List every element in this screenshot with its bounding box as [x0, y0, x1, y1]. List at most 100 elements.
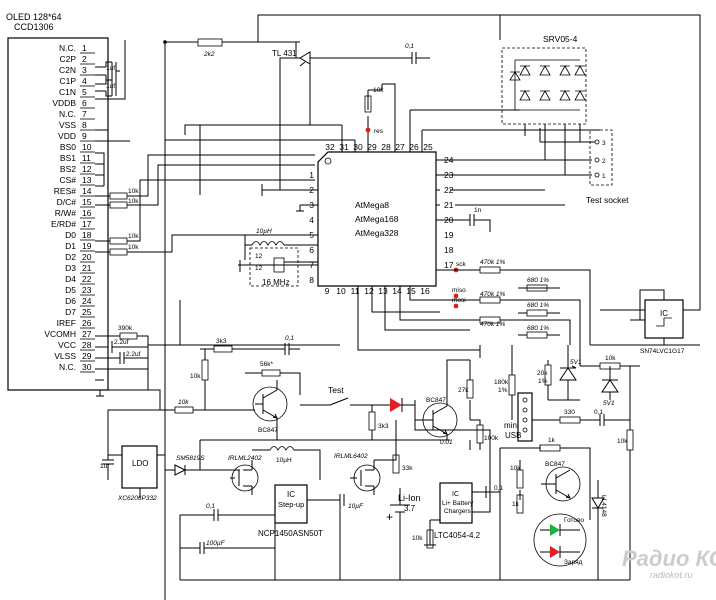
r-390k-label: 390k [118, 325, 133, 332]
oled-pin-name: VDDB [52, 98, 76, 108]
oled-pin-number: 3 [82, 65, 87, 75]
irlml6402 [353, 464, 381, 492]
r-10k-sn-label: 10k [605, 355, 616, 362]
oled-pin-number: 25 [82, 307, 92, 317]
c-01-su-label: 0,1 [206, 503, 215, 510]
r-470k-c-label: 470k 1% [480, 321, 506, 328]
oled-pin-number: 7 [82, 109, 87, 119]
oled-pin-number: 10 [82, 142, 92, 152]
r-d1 [109, 248, 128, 256]
oled-pin-number: 28 [82, 340, 92, 350]
inductor-label: 10µH [256, 228, 272, 235]
oled-pin-number: 5 [82, 87, 87, 97]
mosi-dot [453, 303, 459, 309]
bc847-a-label: BC847 [258, 427, 278, 434]
irlml2402 [231, 464, 259, 492]
led-green-label: Готово [564, 517, 584, 524]
r-33k [392, 454, 400, 474]
mcu-pin-right: 18 [444, 245, 454, 255]
mcu-pin-top: 27 [395, 142, 405, 152]
charger-sub-1: Li+ Battery [442, 500, 474, 507]
oled-pin-number: 18 [82, 230, 92, 240]
srv-diode [574, 65, 586, 76]
oled-pin-name: D6 [65, 296, 76, 306]
r-3k3-led-label: 3k3 [378, 423, 389, 430]
oled-pin-name: N.C. [59, 109, 76, 119]
r-10k-base-label: 10k [178, 399, 189, 406]
led-green [550, 524, 560, 536]
r-10k-chg-label: 10k [510, 465, 521, 472]
r-10k-prog [426, 529, 434, 549]
oled-pin-name: VDD [58, 131, 76, 141]
xtal-12b-label: 12 [255, 265, 263, 272]
r-180k-label: 180k [494, 379, 509, 386]
mcu-pin-bottom: 14 [392, 286, 402, 296]
charger-sub-2: Chargers [444, 508, 471, 515]
battery-plus: + [386, 510, 393, 524]
oled-pin-name: D2 [65, 252, 76, 262]
bc847-b-label: BC847 [426, 397, 446, 404]
mcu-pin-top: 25 [423, 142, 433, 152]
oled-pin-number: 2 [82, 54, 87, 64]
srv-diode [559, 90, 571, 101]
oled-pin-number: 21 [82, 263, 92, 273]
r-d0 [109, 237, 128, 245]
sock-pin-2: 2 [602, 158, 606, 165]
isp-divider: sck miso mosi 470k 1% 470k 1% 470k 1% 68… [357, 259, 591, 358]
oled-pin-number: 16 [82, 208, 92, 218]
oled-pin-name: D7 [65, 307, 76, 317]
c-01-mid-label: 0,1 [285, 335, 294, 342]
r-27k [466, 379, 474, 399]
srv05-label: SRV05-4 [543, 34, 578, 44]
test-switch[interactable] [300, 397, 390, 406]
ldo-part-label: XC6206P332 [117, 495, 157, 502]
oled-pin-name: R/W# [55, 208, 77, 218]
sm5819-label: SM5819S [176, 455, 205, 462]
mcu-pin-right: 19 [444, 230, 454, 240]
liion-label: Li-Ion [398, 493, 421, 503]
mcu-pin-top: 29 [367, 142, 377, 152]
mcu-name-2: AtMega168 [355, 214, 399, 224]
pin1-marker [324, 157, 332, 165]
srv05-diodes [509, 59, 586, 111]
r-20k-pct: 1% [538, 378, 548, 385]
bc847-c-label: BC847 [545, 461, 565, 468]
r-10k-top [364, 95, 372, 113]
oled-pin-name: D4 [65, 274, 76, 284]
led-red-label: Заряд [564, 559, 583, 566]
cap-1uf-a-label: 1uf [106, 65, 115, 72]
mcu-pin-bottom: 9 [325, 286, 330, 296]
mcu-pin-right: 21 [444, 200, 454, 210]
oled-pin-name: VLSS [54, 351, 76, 361]
bicolor-led [533, 513, 587, 567]
r-dc-label: 10k [128, 198, 139, 205]
mcu-pin-left: 8 [309, 275, 314, 285]
mcu-pin-bottom: 12 [364, 286, 374, 296]
r-470k-a-label: 470k 1% [480, 259, 506, 266]
r-dc [109, 201, 128, 209]
led-red [550, 546, 560, 558]
oled-pin-number: 1 [82, 43, 87, 53]
watermark: Радио КОТ radiokot.ru [622, 546, 716, 580]
r-3k3-led [368, 411, 376, 431]
oled-pin-name: BS2 [60, 164, 76, 174]
oled-pin-number: 12 [82, 164, 92, 174]
mcu-pin-bottom: 16 [420, 286, 430, 296]
r-2k2-label: 2k2 [203, 51, 215, 58]
test-socket-label: Test socket [586, 195, 629, 205]
r-res-label: 10k [128, 188, 139, 195]
c-100uf-label: 100µF [206, 540, 226, 547]
stepup-ic-label: IC [287, 490, 295, 499]
crystal-box [249, 247, 299, 287]
srv-diode [519, 90, 531, 101]
oled-pin-name: VCOMH [44, 329, 76, 339]
sock-pin-3: 3 [602, 140, 606, 147]
c-001-label: 0.01 [440, 439, 453, 446]
bc847-left [252, 386, 288, 422]
r-56k-label: 56k* [260, 361, 273, 368]
l-10uh-label: 10µH [276, 457, 292, 464]
r-680-a-label: 680 1% [527, 277, 549, 284]
oled-subtitle: CCD1306 [14, 22, 54, 32]
oled-pin-name: VSS [59, 120, 76, 130]
